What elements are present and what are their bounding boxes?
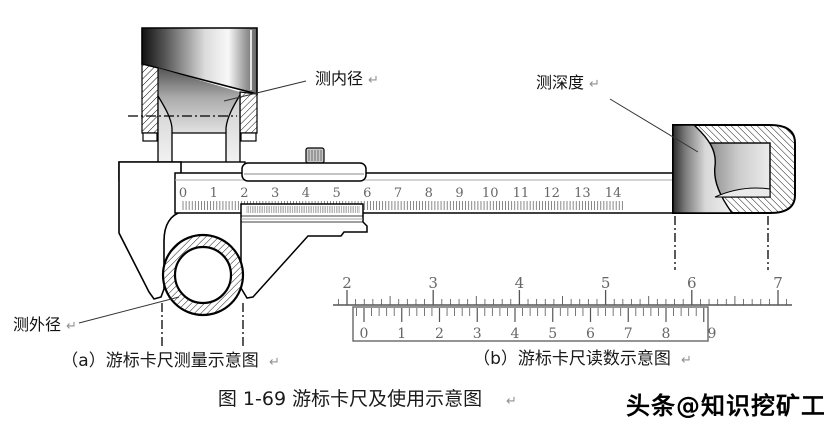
watermark-shadow: 头条@知识挖矿工 — [628, 394, 824, 422]
thumb-screw-knurling — [308, 150, 322, 161]
reading-main-number: 7 — [773, 274, 783, 292]
workpiece-section-left — [141, 63, 159, 134]
reading-vernier-number: 0 — [360, 326, 369, 342]
reading-main-number: 3 — [428, 274, 438, 292]
beam-ruler-number: 6 — [363, 186, 371, 201]
workpiece-bore — [158, 68, 240, 133]
leader-line-outer — [78, 296, 180, 324]
beam-ruler-number: 11 — [513, 186, 530, 201]
label-depth: 测深度 — [536, 73, 584, 92]
reading-main-number: 5 — [601, 274, 611, 292]
reading-vernier-number: 3 — [473, 326, 482, 342]
tube-workpiece — [161, 233, 245, 317]
slider-assembly — [240, 147, 368, 299]
beam-ruler-number: 2 — [240, 186, 248, 201]
return-mark-caption-a: ↵ — [269, 355, 280, 370]
return-mark-figure: ↵ — [506, 394, 517, 409]
reading-vernier-ticks — [356, 308, 705, 322]
tube-inner — [173, 245, 233, 305]
depth-rod — [672, 124, 734, 214]
vernier-plate-ticks — [246, 206, 360, 213]
reading-main-scale-ticks — [337, 290, 788, 305]
workpiece-section-right — [239, 91, 258, 134]
caption-part-b: （b）游标卡尺读数示意图 — [473, 349, 671, 369]
top-workpiece — [141, 27, 258, 142]
reading-main-number: 4 — [515, 274, 525, 292]
return-mark-outer: ↵ — [66, 319, 77, 334]
internal-jaw-right — [225, 92, 241, 167]
reading-vernier-number: 4 — [511, 326, 520, 342]
workpiece-foot-right — [240, 132, 257, 142]
reference-lines — [161, 216, 769, 347]
workpiece-foot-left — [142, 132, 158, 142]
beam-ruler-number: 5 — [332, 186, 340, 201]
captions: （a）游标卡尺测量示意图 ↵ （b）游标卡尺读数示意图 ↵ 图 1-69 游标卡… — [61, 349, 824, 422]
beam-ruler-number: 14 — [605, 186, 622, 201]
figure-caption: 图 1-69 游标卡尺及使用示意图 — [218, 388, 482, 410]
return-mark-depth: ↵ — [589, 77, 600, 92]
reading-vernier-number: 6 — [586, 326, 595, 342]
reading-vernier-number: 5 — [548, 326, 557, 342]
reading-main-number: 2 — [342, 274, 352, 292]
vernier-box — [352, 306, 709, 342]
reading-main-scale-numbers: 2 3 4 5 6 7 — [342, 274, 783, 292]
cavity-floor — [714, 187, 771, 198]
part-b-reading-diagram: 2 3 4 5 6 7 0 1 2 3 4 5 6 7 8 9 — [333, 274, 792, 342]
beam-ruler-number: 9 — [455, 186, 463, 201]
beam-ruler-number: 3 — [271, 186, 279, 201]
internal-jaw-left — [157, 93, 173, 167]
reading-vernier-number: 9 — [708, 326, 717, 342]
reading-vernier-number: 8 — [662, 326, 671, 342]
label-inner-diameter: 测内径 — [315, 69, 363, 88]
internal-jaws — [128, 92, 241, 167]
watermark: 头条@知识挖矿工 — [626, 392, 824, 420]
reading-vernier-number: 2 — [435, 326, 444, 342]
reading-vernier-number: 1 — [397, 326, 406, 342]
beam-ruler-number: 0 — [179, 186, 187, 201]
beam-ruler-number: 10 — [482, 186, 499, 201]
beam-ruler-number: 13 — [574, 186, 591, 201]
reading-vernier-numbers: 0 1 2 3 4 5 6 7 8 9 — [360, 326, 717, 342]
return-mark-inner: ↵ — [368, 73, 379, 88]
beam-ruler-number: 4 — [302, 186, 310, 201]
callouts: 测内径 ↵ 测深度 ↵ 测外径 ↵ — [13, 69, 699, 334]
leader-line-inner — [223, 80, 307, 102]
slider-top-bar — [241, 162, 367, 182]
beam-ruler-number: 8 — [425, 186, 433, 201]
depth-workpiece — [672, 124, 796, 214]
beam-ruler-number: 1 — [210, 186, 218, 201]
label-outer-diameter: 测外径 — [13, 315, 61, 334]
beam-ruler-number: 7 — [394, 186, 402, 201]
reading-main-number: 6 — [687, 274, 697, 292]
caption-part-a: （a）游标卡尺测量示意图 — [61, 351, 258, 371]
beam-ruler-number: 12 — [543, 186, 560, 201]
return-mark-caption-b: ↵ — [681, 353, 692, 368]
reading-vernier-number: 7 — [624, 326, 633, 342]
leader-line-depth — [609, 98, 699, 153]
